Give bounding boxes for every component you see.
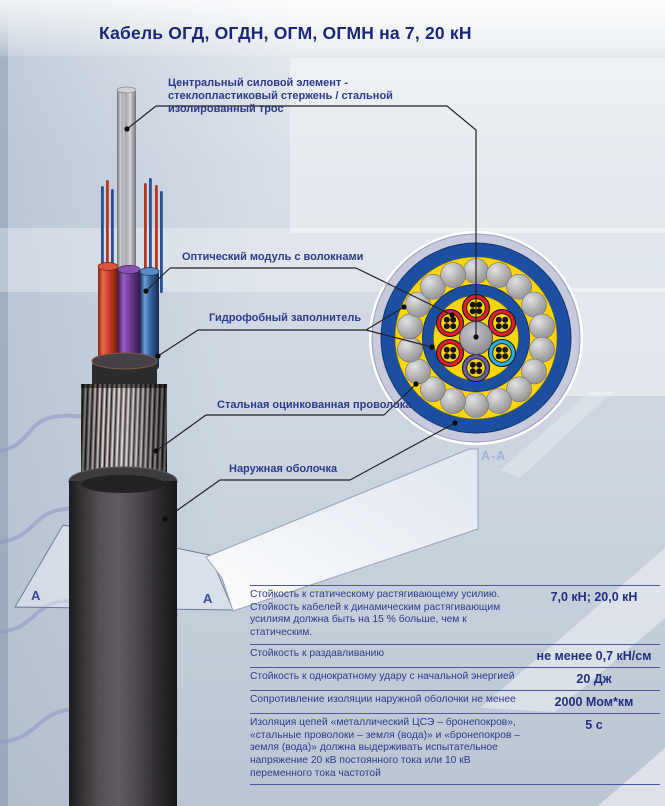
spec-property: Стойкость к раздавливанию bbox=[250, 647, 385, 659]
spec-value: 20 Дж bbox=[576, 671, 612, 686]
title-band bbox=[0, 0, 665, 56]
spec-table: Стойкость к статическому растягивающему … bbox=[250, 585, 660, 786]
section-view-label: А-А bbox=[481, 449, 507, 463]
leader-lines bbox=[124, 105, 479, 522]
cross-section bbox=[369, 231, 583, 445]
cable-illustration bbox=[68, 86, 178, 806]
left-edge-strip bbox=[0, 0, 8, 806]
cable-jacket bbox=[68, 466, 178, 806]
background-band bbox=[290, 58, 665, 233]
section-cut-marker-left: А bbox=[31, 588, 41, 603]
table-row: Стойкость к статическому растягивающему … bbox=[250, 585, 660, 644]
table-row: Изоляция цепей «металлический ЦСЭ – брон… bbox=[250, 712, 660, 786]
spec-property: Стойкость к однократному удару с начальн… bbox=[250, 670, 515, 682]
callout-hydrophobic-filler: Гидрофобный заполнитель bbox=[209, 312, 362, 324]
section-cut-marker-right: А bbox=[203, 591, 213, 606]
spec-value: 2000 Мом*км bbox=[554, 694, 634, 709]
callout-outer-sheath: Наружная оболочка bbox=[229, 463, 338, 475]
spec-property: Изоляция цепей «металлический ЦСЭ – брон… bbox=[250, 716, 521, 779]
spec-property: Стойкость к статическому растягивающему … bbox=[250, 589, 501, 639]
table-row: Стойкость к раздавливанию не менее 0,7 к… bbox=[250, 643, 660, 667]
page-title: Кабель ОГД, ОГДН, ОГМ, ОГМН на 7, 20 кН bbox=[99, 23, 472, 43]
watermark-chevrons bbox=[480, 392, 665, 806]
spec-property: Сопротивление изоляции наружной оболочки… bbox=[250, 693, 516, 705]
spec-value: 5 с bbox=[585, 717, 603, 732]
aa-callout-ribbon bbox=[205, 448, 479, 612]
table-row: Стойкость к однократному удару с начальн… bbox=[250, 666, 660, 690]
optical-tubes bbox=[97, 262, 160, 370]
callout-optical-module: Оптический модуль с волокнами bbox=[182, 251, 364, 263]
callout-central-strength-element: Центральный силовой элемент - стеклоплас… bbox=[168, 77, 393, 115]
table-row: Сопротивление изоляции наружной оболочки… bbox=[250, 689, 660, 713]
leader-dots bbox=[124, 126, 479, 522]
callout-steel-wire: Стальная оцинкованная проволока bbox=[217, 399, 412, 411]
spec-value: не менее 0,7 кН/см bbox=[536, 648, 652, 663]
spec-value: 7,0 кН; 20,0 кН bbox=[550, 590, 638, 604]
